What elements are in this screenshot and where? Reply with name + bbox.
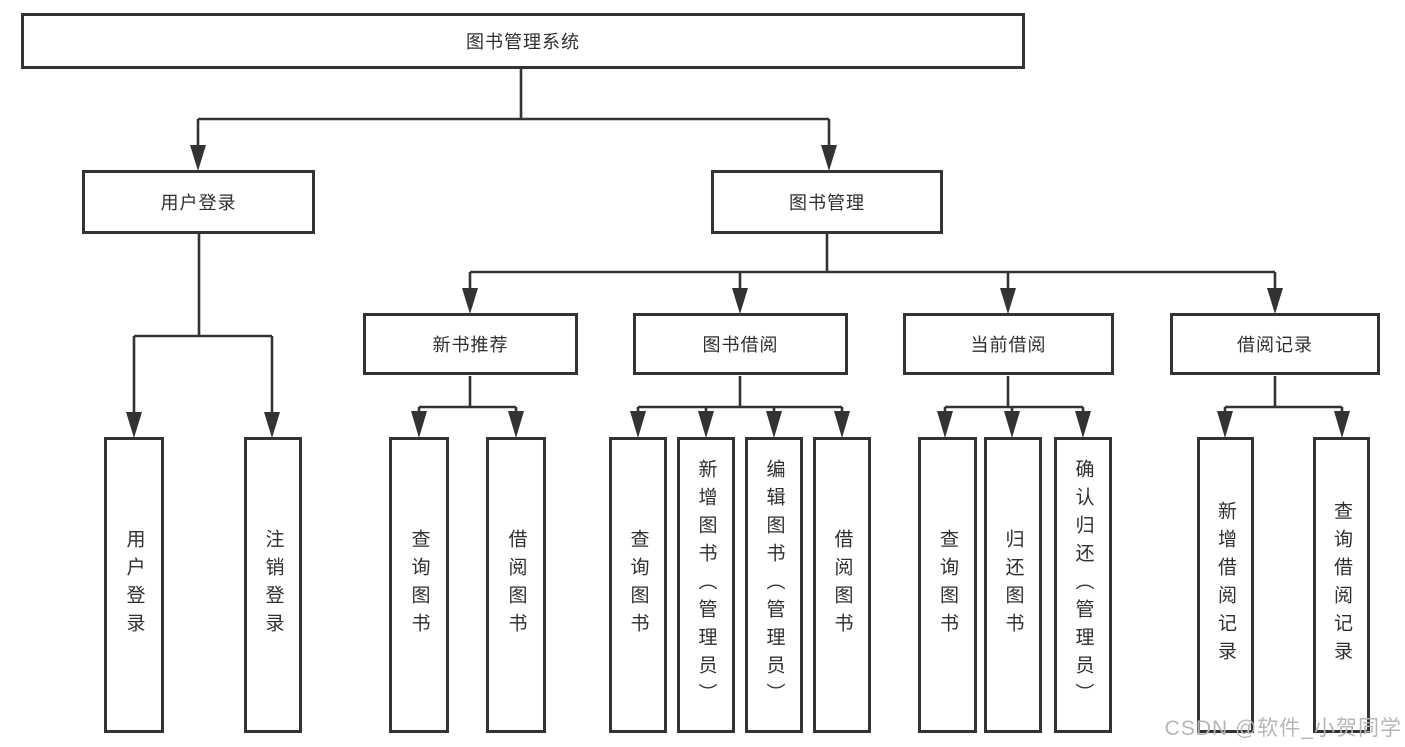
edge-record-leaves <box>1223 376 1344 414</box>
arrow-icon <box>732 288 748 314</box>
node-label: 当前借阅 <box>970 335 1047 355</box>
edge-root-level2 <box>196 69 831 150</box>
arrow-icon <box>190 145 206 171</box>
arrow-icon <box>1000 288 1016 314</box>
leaf-cur-confirm-return: 确认归还（管理员） <box>1054 437 1112 733</box>
watermark: CSDN @软件_小贺同学 <box>1164 717 1402 740</box>
node-label: 查询图书 <box>937 529 958 641</box>
edge-userlogin-leaves <box>132 234 274 416</box>
node-label: 新增借阅记录 <box>1215 501 1236 669</box>
edge-bookmgmt-level3 <box>468 234 1277 292</box>
node-user-login: 用户登录 <box>82 170 315 234</box>
node-book-mgmt: 图书管理 <box>711 170 943 234</box>
leaf-bor-edit-book: 编辑图书（管理员） <box>745 437 803 733</box>
node-label: 新书推荐 <box>432 335 509 355</box>
arrow-icon <box>821 145 837 171</box>
leaf-bor-add-book: 新增图书（管理员） <box>677 437 735 733</box>
leaf-rec-borrow-book: 借阅图书 <box>486 437 546 733</box>
node-borrow-record: 借阅记录 <box>1170 313 1380 375</box>
node-root: 图书管理系统 <box>21 13 1025 69</box>
leaf-login: 用户登录 <box>104 437 164 733</box>
edge-newrec-leaves <box>417 376 518 414</box>
edge-current-leaves <box>943 376 1085 414</box>
arrow-icon <box>630 411 646 438</box>
node-current-borrow: 当前借阅 <box>903 313 1114 375</box>
arrow-icon <box>937 411 953 438</box>
leaf-rec-query-book: 查询图书 <box>389 437 449 733</box>
arrow-icon <box>698 411 714 438</box>
arrow-icon <box>1004 411 1020 438</box>
leaf-bor-query-book: 查询图书 <box>609 437 667 733</box>
node-label: 用户登录 <box>160 193 237 213</box>
leaf-cur-return-book: 归还图书 <box>984 437 1042 733</box>
arrow-icon <box>1217 411 1233 438</box>
arrow-icon <box>834 411 850 438</box>
node-label: 借阅图书 <box>505 529 527 641</box>
node-label: 查询图书 <box>627 529 649 641</box>
node-label: 用户登录 <box>123 529 145 641</box>
leaf-rcd-query-record: 查询借阅记录 <box>1313 437 1370 733</box>
node-label: 图书借阅 <box>702 335 779 355</box>
node-label: 借阅记录 <box>1237 335 1313 355</box>
arrow-icon <box>264 412 280 438</box>
node-label: 查询借阅记录 <box>1331 501 1352 669</box>
node-book-borrow: 图书借阅 <box>633 313 848 375</box>
node-label: 确认归还（管理员） <box>1072 459 1094 711</box>
node-label: 新增图书（管理员） <box>695 459 717 711</box>
leaf-logout: 注销登录 <box>244 437 302 733</box>
node-new-book-rec: 新书推荐 <box>363 313 578 375</box>
arrow-icon <box>1334 411 1350 438</box>
node-label: 借阅图书 <box>831 529 853 641</box>
leaf-rcd-add-record: 新增借阅记录 <box>1197 437 1254 733</box>
arrow-icon <box>462 288 478 314</box>
arrow-icon <box>508 411 524 438</box>
node-label: 归还图书 <box>1002 529 1024 641</box>
arrow-icon <box>126 412 142 438</box>
edge-borrow-leaves <box>636 376 844 414</box>
arrow-icon <box>1267 288 1283 314</box>
node-label: 图书管理 <box>789 193 865 213</box>
leaf-cur-query-book: 查询图书 <box>918 437 977 733</box>
arrow-icon <box>1075 411 1091 438</box>
node-label: 注销登录 <box>262 529 284 641</box>
node-label: 查询图书 <box>408 529 430 641</box>
arrow-icon <box>411 411 427 438</box>
node-label: 图书管理系统 <box>466 32 580 52</box>
arrow-icon <box>766 411 782 438</box>
leaf-bor-borrow-book: 借阅图书 <box>813 437 871 733</box>
node-label: 编辑图书（管理员） <box>763 459 785 711</box>
